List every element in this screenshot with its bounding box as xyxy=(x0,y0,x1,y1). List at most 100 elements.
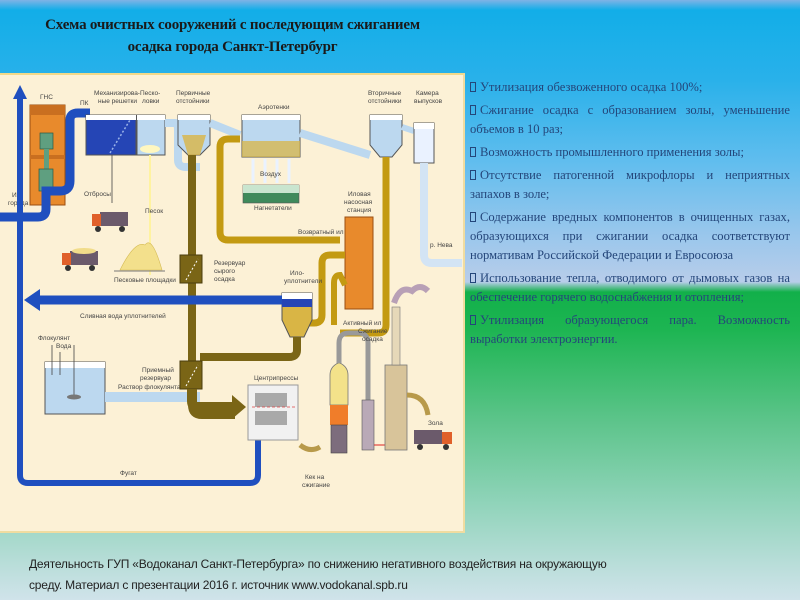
raw-sludge-tank xyxy=(179,254,203,284)
sludge-thickeners xyxy=(281,292,313,338)
label-sand-traps-2: ловки xyxy=(142,98,160,105)
label-primary-settlers-2: отстойники xyxy=(176,97,210,105)
label-pk: ПК xyxy=(80,100,89,107)
sludge-to-centrifuge xyxy=(187,389,235,412)
label-sludge-pump-2: насосная xyxy=(344,199,373,206)
label-receiving-tank-1: Приемный xyxy=(142,366,174,374)
label-neva-river: р. Нева xyxy=(430,242,453,249)
bullet-box-icon xyxy=(470,147,476,157)
label-flocculant: Флокулянт xyxy=(38,335,70,342)
thickener-sludge-pipe xyxy=(200,337,301,361)
label-aerotanks: Аэротенки xyxy=(258,104,290,111)
centrifuges xyxy=(247,384,299,441)
benefit-item: Сжигание осадка с образованием золы, уме… xyxy=(470,101,790,139)
process-scheme: Из города ГНС ПК Механизирова- ные решет… xyxy=(0,85,462,489)
cake-arrow xyxy=(298,442,322,453)
benefit-text: Сжигание осадка с образованием золы, уме… xyxy=(470,103,790,136)
benefit-item: Возможность промышленного применения зол… xyxy=(470,143,790,162)
benefit-text: Содержание вредных компонентов в очищенн… xyxy=(470,210,790,262)
benefit-text: Возможность промышленного применения зол… xyxy=(480,145,745,159)
label-outlet-chamber-2: выпусков xyxy=(414,98,443,105)
label-water: Вода xyxy=(56,343,72,350)
slide-title-line-1: Схема очистных сооружений с последующим … xyxy=(45,17,420,33)
label-sludge-pump-1: Иловая xyxy=(348,191,371,198)
label-gns: ГНС xyxy=(40,94,53,101)
receiving-tank xyxy=(179,360,203,390)
bullet-box-icon xyxy=(470,105,476,115)
secondary-settlers xyxy=(369,114,403,158)
label-sand-traps-1: Песко- xyxy=(140,90,160,97)
label-flocculant-solution: Раствор флокулянта xyxy=(118,384,181,391)
treatment-plant-diagram: Из города ГНС ПК Механизирова- ные решет… xyxy=(0,73,465,533)
drain-arrow-head xyxy=(24,289,40,311)
active-sludge-loop xyxy=(331,271,348,325)
label-thickeners-1: Ило- xyxy=(290,270,304,277)
label-receiving-tank-2: резервуар xyxy=(140,375,171,382)
label-active-sludge: Активный ил xyxy=(343,319,382,327)
label-from-city-1: Из xyxy=(12,192,20,199)
benefit-item: Отсутствие патогенной микрофлоры и непри… xyxy=(470,166,790,204)
sludge-arrow-head xyxy=(232,395,246,419)
sludge-pump-station xyxy=(344,216,374,310)
footer-line-2: среду. Материал с презентации 2016 г. ис… xyxy=(29,578,408,592)
label-waste: Отбросы xyxy=(84,190,111,198)
mechanical-grids xyxy=(85,114,137,156)
label-sludge-pump-3: станция xyxy=(347,207,372,214)
fugate-arrow-head xyxy=(13,85,27,99)
benefit-item: Использование тепла, отводимого от дымов… xyxy=(470,269,790,307)
sand-traps xyxy=(136,114,166,156)
slide-title: Схема очистных сооружений с последующим … xyxy=(0,14,465,58)
label-raw-sludge-tank-2: сырого xyxy=(214,268,235,275)
benefit-item: Содержание вредных компонентов в очищенн… xyxy=(470,208,790,265)
source-footer: Деятельность ГУП «Водоканал Санкт-Петерб… xyxy=(29,554,769,596)
benefit-text: Использование тепла, отводимого от дымов… xyxy=(470,271,790,304)
inlet-pipe xyxy=(0,108,90,222)
secondary-effluent-pipe xyxy=(401,124,415,134)
footer-line-1: Деятельность ГУП «Водоканал Санкт-Петерб… xyxy=(29,557,607,571)
label-cake-2: сжигание xyxy=(302,482,330,489)
label-secondary-settlers-1: Вторичные xyxy=(368,90,402,97)
label-incineration-1: Сжигание xyxy=(358,328,388,335)
pipe-to-aerotanks xyxy=(208,119,242,139)
label-mech-grids-1: Механизирова- xyxy=(94,90,140,97)
fugate-pipe xyxy=(17,95,261,486)
benefit-text: Утилизация обезвоженного осадка 100%; xyxy=(480,80,703,94)
label-air: Воздух xyxy=(260,171,282,178)
benefits-list: Утилизация обезвоженного осадка 100%; Сж… xyxy=(470,78,790,353)
blowers xyxy=(242,184,300,204)
sand-truck xyxy=(62,248,98,271)
bullet-box-icon xyxy=(470,315,476,325)
ash-arrow xyxy=(406,392,431,416)
flocculant-tank xyxy=(44,345,106,415)
active-sludge-pipe xyxy=(300,251,345,327)
label-raw-sludge-tank-1: Резервуар xyxy=(214,260,246,267)
label-sand-sites: Песковые площадки xyxy=(114,277,176,284)
label-outlet-chamber-1: Камера xyxy=(416,90,439,97)
incinerator xyxy=(329,330,385,454)
benefit-text: Отсутствие патогенной микрофлоры и непри… xyxy=(470,168,790,201)
bullet-box-icon xyxy=(470,82,476,92)
label-secondary-settlers-2: отстойники xyxy=(368,97,402,105)
benefit-item: Утилизация обезвоженного осадка 100%; xyxy=(470,78,790,97)
label-ash: Зола xyxy=(428,420,443,427)
sand-pile xyxy=(114,242,165,272)
label-incineration-2: осадка xyxy=(362,336,383,343)
bullet-box-icon xyxy=(470,170,476,180)
label-primary-settlers-1: Первичные xyxy=(176,90,211,97)
ash-truck xyxy=(414,430,452,450)
aerotanks xyxy=(241,114,301,183)
label-centrifuges: Центрипрессы xyxy=(254,375,298,382)
benefit-text: Утилизация образующегося пара. Возможнос… xyxy=(470,313,790,346)
label-raw-sludge-tank-3: осадка xyxy=(214,276,235,283)
bullet-box-icon xyxy=(470,212,476,222)
label-thickener-drain: Сливная вода уплотнителей xyxy=(80,312,166,320)
waste-truck xyxy=(92,212,128,232)
label-mech-grids-2: ные решетки xyxy=(98,98,137,105)
bullet-box-icon xyxy=(470,273,476,283)
label-thickeners-2: уплотнители xyxy=(284,278,322,285)
outlet-chamber xyxy=(413,122,462,267)
label-blowers: Нагнетатели xyxy=(254,205,292,212)
slide-title-line-2: осадка города Санкт-Петербург xyxy=(127,39,338,55)
label-sand: Песок xyxy=(145,208,163,215)
label-cake-1: Кек на xyxy=(305,474,325,481)
